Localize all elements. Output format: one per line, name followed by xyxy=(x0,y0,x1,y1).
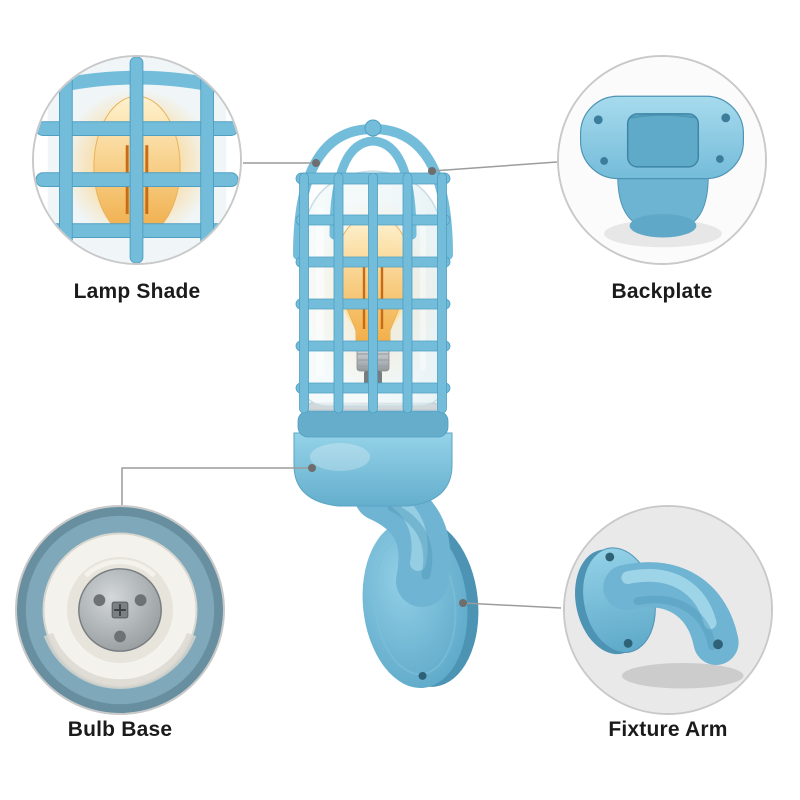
backplate-detail-circle xyxy=(557,55,767,265)
product-image xyxy=(293,119,479,689)
lamp-shade-detail-circle xyxy=(32,55,242,265)
backplate-detail-illustration xyxy=(559,57,765,263)
backplate-label: Backplate xyxy=(611,280,713,303)
cage xyxy=(293,119,453,414)
lamp-shade-detail-illustration xyxy=(34,57,240,263)
fixture-arm-label: Fixture Arm xyxy=(608,718,728,741)
bulb-base-label: Bulb Base xyxy=(67,718,173,741)
bulb-base-detail-circle xyxy=(15,505,225,715)
lamp-shade-label: Lamp Shade xyxy=(73,280,201,303)
fixture-arm-detail-illustration xyxy=(565,507,771,713)
fixture-arm-detail-circle xyxy=(563,505,773,715)
lamp-housing xyxy=(293,402,453,507)
bulb-base-detail-illustration xyxy=(17,507,223,713)
